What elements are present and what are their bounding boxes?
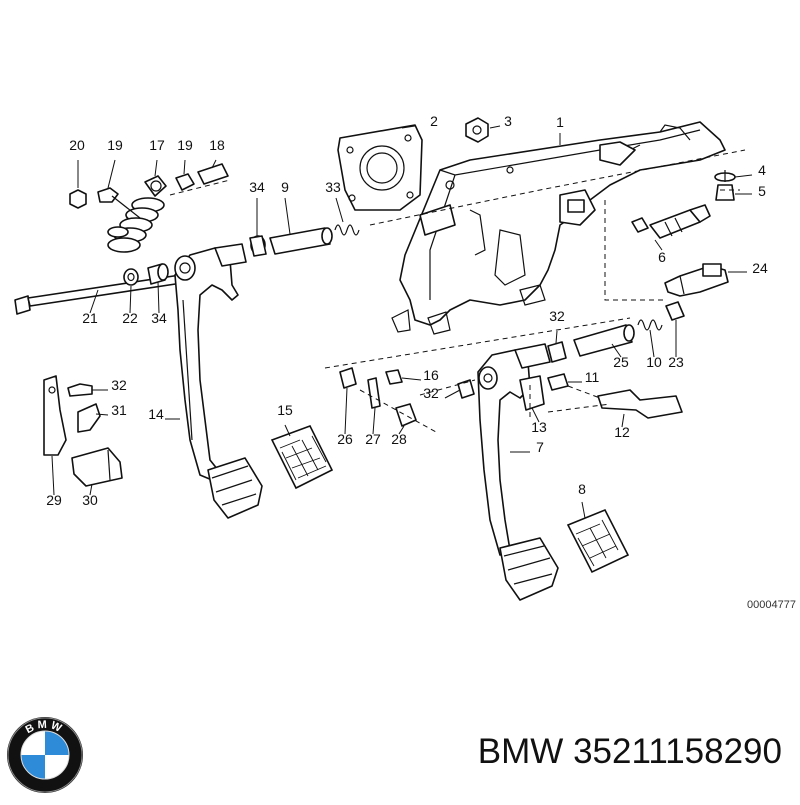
- sensor-24: [664, 263, 729, 297]
- callout-c18: 18: [209, 137, 225, 153]
- callout-c2: 2: [430, 113, 438, 129]
- callout-c32b: 32: [549, 308, 565, 324]
- callout-c17: 17: [149, 137, 165, 153]
- callout-c25: 25: [613, 354, 629, 370]
- callout-c27: 27: [365, 431, 381, 447]
- callout-c8: 8: [578, 481, 586, 497]
- callout-c21: 21: [82, 310, 98, 326]
- callout-c22: 22: [122, 310, 138, 326]
- diagram-reference-code: 00004777: [747, 599, 796, 611]
- callout-c12: 12: [614, 424, 630, 440]
- callout-c34a: 34: [249, 179, 265, 195]
- callout-c1: 1: [556, 114, 564, 130]
- callout-c19b: 19: [177, 137, 193, 153]
- pedal-bracket: [391, 121, 726, 335]
- left-switch-parts: [43, 375, 123, 487]
- nut-3: [465, 117, 489, 143]
- callout-c4: 4: [758, 162, 766, 178]
- callout-c31: 31: [111, 402, 127, 418]
- assembly-dash-lines: [169, 149, 746, 433]
- clutch-pedal-7: [457, 343, 559, 601]
- small-hardware: [339, 367, 417, 427]
- callout-c34b: 34: [151, 310, 167, 326]
- brand-footer: BMW BMW 35211158290: [0, 710, 800, 800]
- callout-c11: 11: [585, 369, 600, 385]
- callout-c28: 28: [391, 431, 407, 447]
- callout-c29: 29: [46, 492, 62, 508]
- callout-c15: 15: [277, 402, 293, 418]
- callout-c33: 33: [325, 179, 341, 195]
- callout-c24: 24: [752, 260, 768, 276]
- callout-c9: 9: [281, 179, 289, 195]
- callout-c5: 5: [758, 183, 766, 199]
- callout-c7: 7: [536, 439, 544, 455]
- brake-light-switch-6: [631, 204, 711, 239]
- brake-pedal-14: [174, 243, 263, 519]
- callout-c3: 3: [504, 113, 512, 129]
- over-center-spring-assembly: [69, 163, 229, 253]
- callout-c20: 20: [69, 137, 85, 153]
- bmw-logo-lettering: BMW: [24, 719, 66, 736]
- part-number: 35211158290: [573, 732, 782, 771]
- callout-c10: 10: [646, 354, 662, 370]
- brand-name: BMW: [477, 732, 564, 771]
- callout-c26: 26: [337, 431, 353, 447]
- bolt-washer-4-5: [714, 170, 736, 201]
- callout-c32a: 32: [111, 377, 127, 393]
- callout-c16: 16: [423, 367, 439, 383]
- coil-spring: [107, 197, 165, 253]
- leader-lines: [51, 125, 753, 519]
- clutch-pedal-pad-8: [566, 508, 630, 574]
- callout-c23: 23: [668, 354, 684, 370]
- bmw-logo: BMW: [7, 717, 83, 793]
- callout-c32c: 32: [423, 385, 439, 401]
- callout-c13: 13: [531, 419, 547, 435]
- callout-c30: 30: [82, 492, 98, 508]
- lower-shaft-parts: [547, 301, 685, 419]
- callout-c6: 6: [658, 249, 666, 265]
- brake-pedal-pad-15: [270, 425, 334, 490]
- callout-c19a: 19: [107, 137, 123, 153]
- callout-c14: 14: [148, 406, 164, 422]
- mounting-plate: [337, 124, 423, 211]
- brand-part-label: BMW 35211158290: [478, 732, 782, 772]
